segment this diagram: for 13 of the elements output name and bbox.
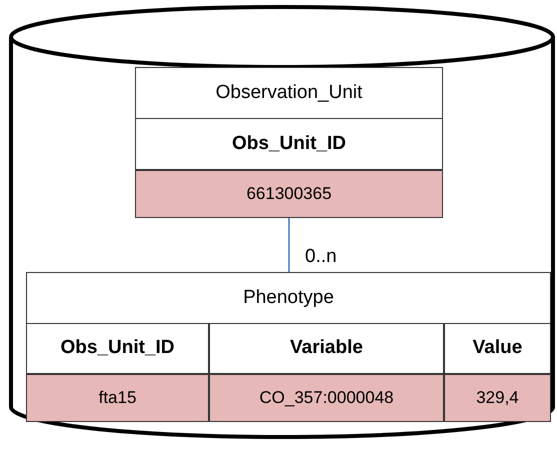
header-cell: Variable <box>209 323 444 374</box>
data-cell: fta15 <box>26 374 209 422</box>
table-title: Observation_Unit <box>216 81 362 106</box>
connector-line <box>288 218 290 272</box>
data-cell: CO_357:0000048 <box>209 374 444 422</box>
entity-table <box>135 67 443 218</box>
header-cell: Obs_Unit_ID <box>26 323 209 374</box>
table-title: Phenotype <box>243 286 334 310</box>
entity-table <box>26 272 551 422</box>
data-cell: 661300365 <box>135 170 443 218</box>
data-cell: 329,4 <box>444 374 551 422</box>
header-cell: Value <box>444 323 551 374</box>
header-cell: Obs_Unit_ID <box>135 118 443 170</box>
